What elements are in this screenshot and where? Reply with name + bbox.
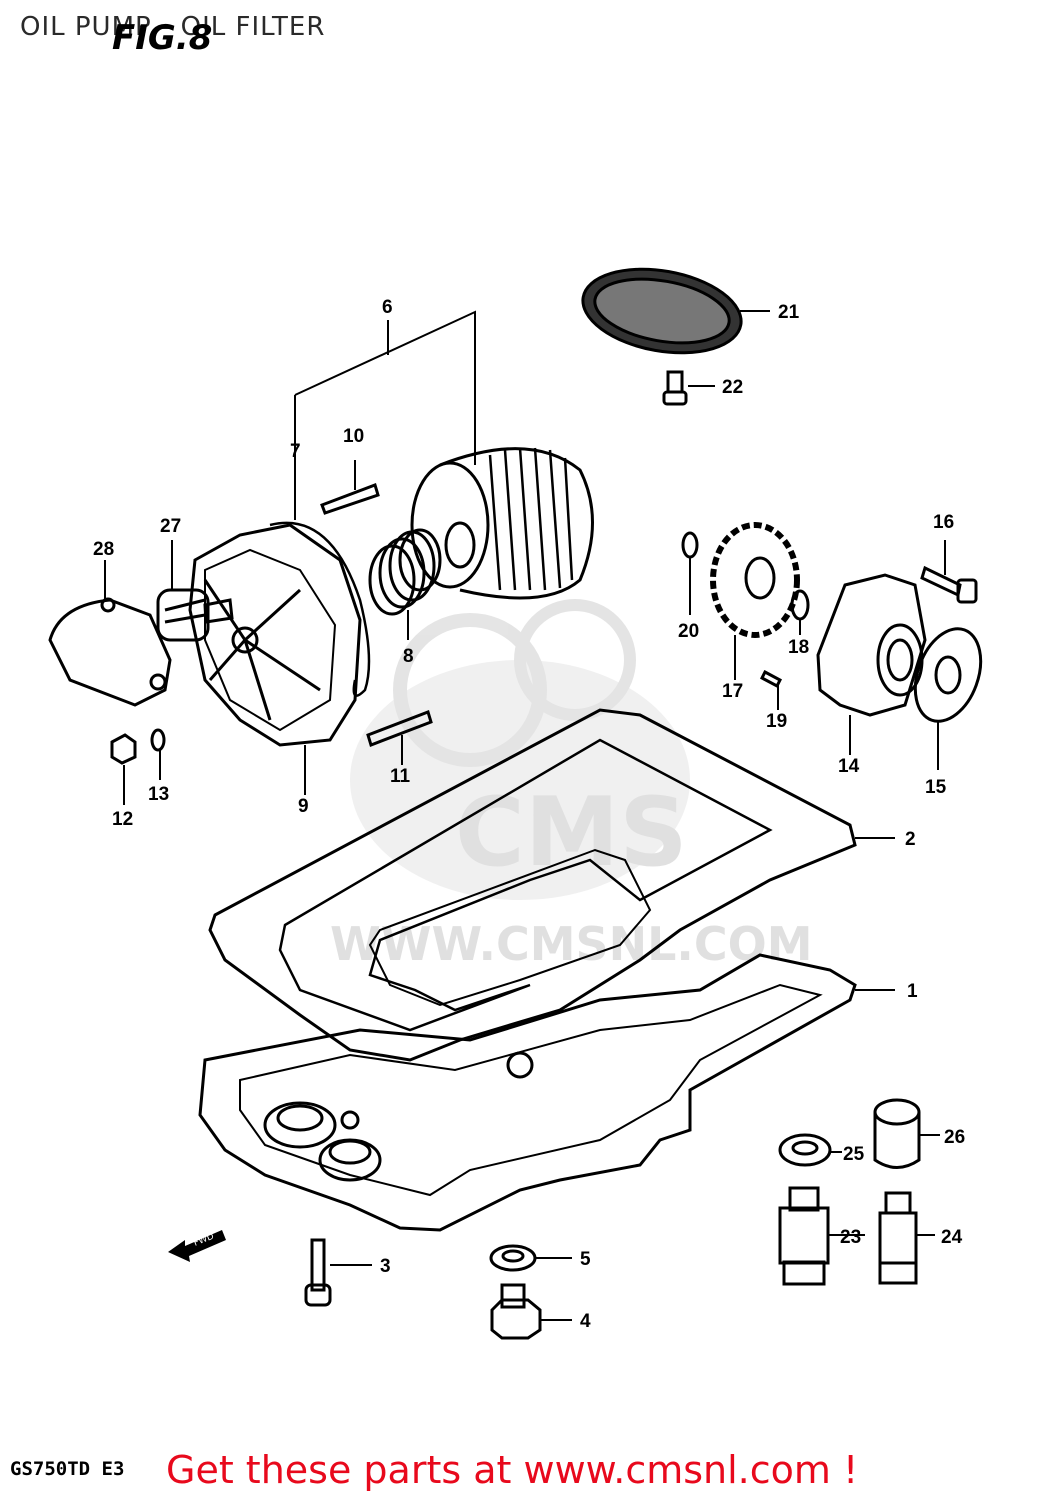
shop-link[interactable]: Get these parts at www.cmsnl.com !	[166, 1448, 859, 1492]
oil-pump-cover	[581, 267, 743, 355]
filter-spring	[368, 528, 442, 616]
cms-watermark: CMS WWW.CMSNL.COM	[330, 599, 813, 971]
washer-13	[150, 728, 166, 752]
drain-gasket	[489, 1244, 537, 1272]
label-8: 8	[403, 646, 414, 667]
oil-pressure-switch	[156, 588, 234, 642]
label-12: 12	[112, 809, 133, 830]
oil-pan	[198, 953, 857, 1232]
label-17: 17	[722, 681, 743, 702]
label-20: 20	[678, 621, 699, 642]
fwd-arrow: FWD	[168, 1230, 226, 1262]
pump-sprocket	[710, 522, 800, 638]
label-16: 16	[933, 512, 954, 533]
label-4: 4	[580, 1311, 591, 1332]
label-10: 10	[343, 426, 364, 447]
oil-filter-cover	[188, 523, 362, 747]
oil-pan-gasket	[208, 708, 857, 1062]
switch-cover	[48, 597, 172, 707]
label-22: 22	[722, 377, 743, 398]
pin-19	[760, 669, 782, 689]
watermark-logo: CMS	[455, 778, 688, 888]
label-15: 15	[925, 777, 947, 798]
nut-12	[110, 733, 137, 765]
leader-lines	[104, 310, 946, 1321]
bolt-16	[920, 565, 978, 604]
label-27: 27	[160, 516, 181, 537]
label-2: 2	[905, 829, 916, 850]
oil-pump-body	[816, 573, 927, 717]
label-24: 24	[941, 1227, 963, 1248]
oil-filter-element	[410, 447, 594, 600]
label-23: 23	[840, 1227, 861, 1248]
switch-23	[778, 1186, 830, 1286]
label-3: 3	[380, 1256, 391, 1277]
label-14: 14	[838, 756, 860, 777]
label-26: 26	[944, 1127, 965, 1148]
figure-label: FIG.8	[112, 18, 213, 58]
label-13: 13	[148, 784, 169, 805]
pump-gasket	[913, 627, 983, 723]
model-code: GS750TD E3	[10, 1458, 125, 1480]
part-labels: 1 2 3 4 5 6 7 8 9 10 11 12 13 14 15 16 1…	[93, 297, 965, 1332]
bolt-3	[304, 1238, 332, 1307]
drain-plug	[490, 1283, 542, 1340]
label-28: 28	[93, 539, 114, 560]
label-5: 5	[580, 1249, 591, 1270]
page-title: OIL PUMP - OIL FILTER	[20, 12, 326, 42]
label-7: 7	[290, 441, 301, 462]
cover-o-ring	[269, 521, 371, 697]
label-6: 6	[382, 297, 393, 318]
washer-25	[778, 1133, 832, 1167]
label-11: 11	[390, 766, 411, 787]
label-19: 19	[766, 711, 787, 732]
label-21: 21	[778, 302, 800, 323]
switch-24	[878, 1191, 918, 1285]
circlip-20	[681, 531, 699, 559]
adapter-26	[873, 1098, 921, 1169]
bolt-22	[662, 370, 688, 406]
label-1: 1	[907, 981, 918, 1002]
label-9: 9	[298, 796, 309, 817]
stud-11	[366, 710, 433, 747]
bracket-6	[294, 310, 476, 520]
stud-10	[320, 483, 380, 515]
label-18: 18	[788, 637, 809, 658]
label-25: 25	[843, 1144, 865, 1165]
